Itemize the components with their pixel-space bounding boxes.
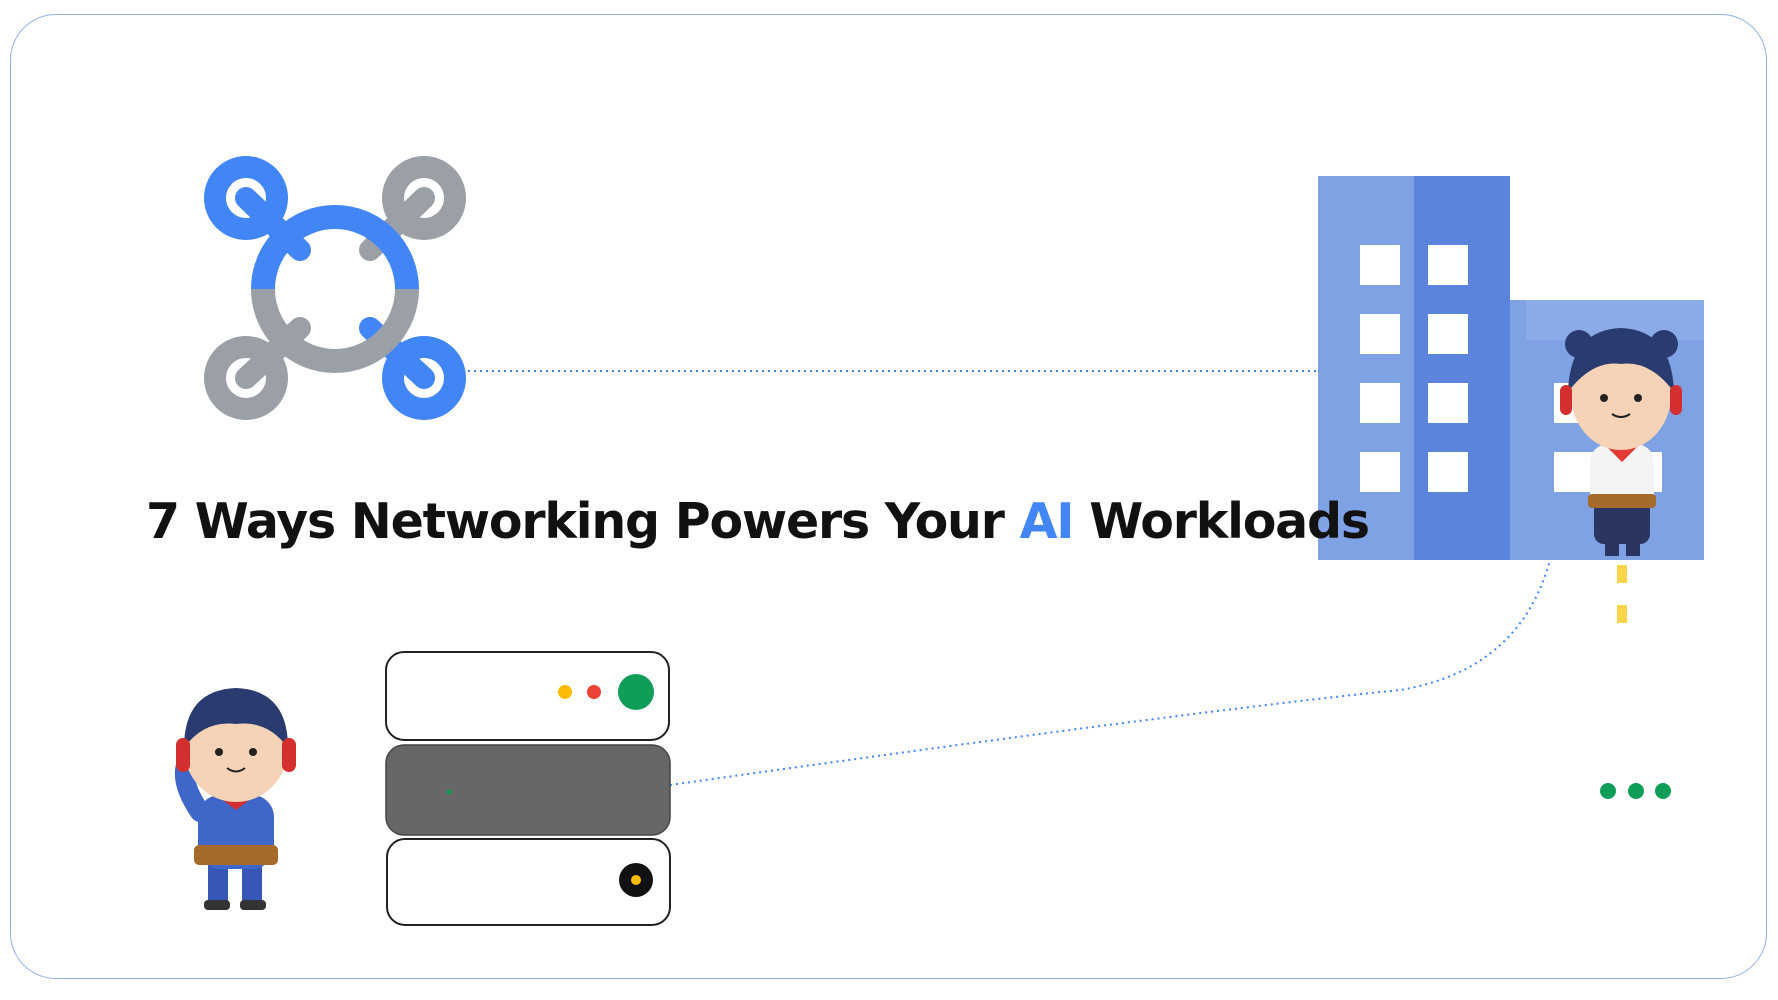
title-suffix: Workloads	[1089, 493, 1370, 550]
title-highlight: AI	[1019, 493, 1075, 550]
status-light-green	[618, 674, 654, 710]
status-light-red	[587, 685, 601, 699]
network-hub-icon	[204, 156, 466, 420]
engineer-character-building	[1560, 328, 1682, 556]
curved-connector-line	[669, 559, 1551, 786]
page-title: 7 Ways Networking Powers Your AI Workloa…	[146, 486, 1370, 558]
title-prefix: 7 Ways Networking Powers Your	[146, 493, 1005, 550]
engineer-character-server	[175, 688, 296, 910]
more-dots-icon	[1600, 783, 1671, 799]
status-light-yellow	[558, 685, 572, 699]
server-rack-icon	[385, 651, 671, 926]
office-building-icon	[1318, 176, 1704, 560]
yellow-dash-line	[1617, 565, 1627, 623]
